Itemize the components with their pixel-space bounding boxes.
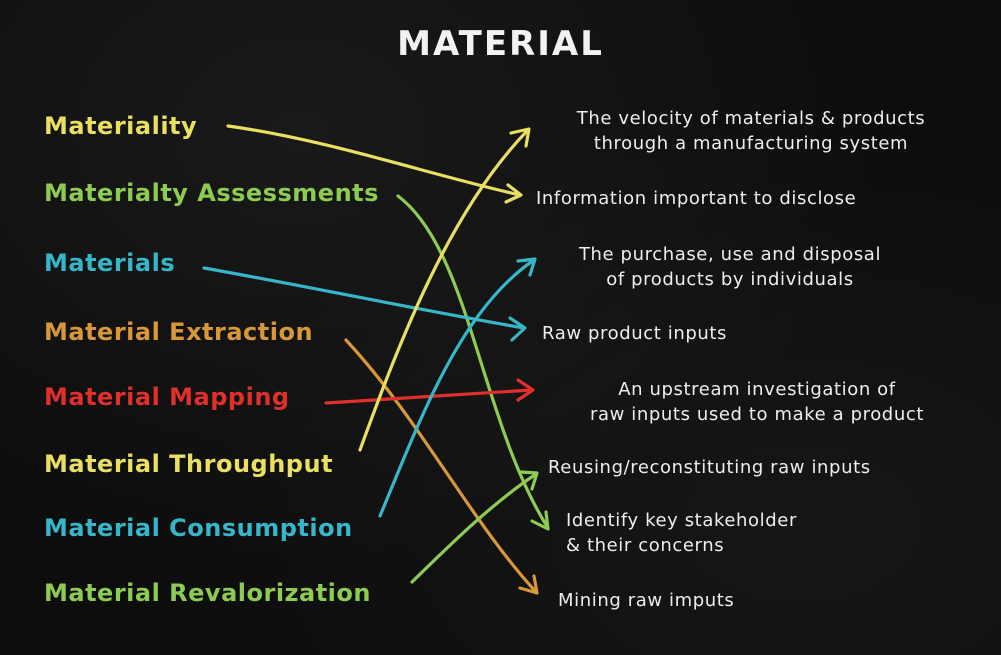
definition-velocity: The velocity of materials & products thr… xyxy=(536,106,966,156)
arrow-material-mapping xyxy=(324,378,535,405)
definition-line: through a manufacturing system xyxy=(593,133,909,154)
arrow-materiality xyxy=(226,124,523,204)
definition-line: Raw product inputs xyxy=(542,323,728,344)
term-material-extraction: Material Extraction xyxy=(44,318,314,346)
definition-information-disclose: Information important to disclose xyxy=(536,186,856,211)
term-materials: Materials xyxy=(44,249,176,277)
definition-line: The purchase, use and disposal xyxy=(578,244,882,265)
definition-line: Reusing/reconstituting raw inputs xyxy=(548,457,871,478)
definition-line: An upstream investigation of xyxy=(618,379,896,400)
term-materiality: Materiality xyxy=(44,112,198,140)
term-material-revalorization: Material Revalorization xyxy=(44,579,371,607)
definition-line: raw inputs used to make a product xyxy=(590,404,924,425)
definition-line: Information important to disclose xyxy=(536,188,857,209)
definition-line: The velocity of materials & products xyxy=(576,108,926,129)
definition-reusing-reconstituting: Reusing/reconstituting raw inputs xyxy=(548,455,871,480)
arrow-material-revalorization xyxy=(410,470,539,584)
definition-upstream-investigation: An upstream investigation of raw inputs … xyxy=(546,377,968,427)
term-materiality-assessments: Materialty Assessments xyxy=(44,179,379,207)
definition-line: Identify key stakeholder xyxy=(566,510,797,531)
arrow-materials xyxy=(202,266,527,342)
definition-line: & their concerns xyxy=(566,535,725,556)
definition-stakeholder: Identify key stakeholder & their concern… xyxy=(566,508,866,558)
definition-line: Mining raw imputs xyxy=(558,590,735,611)
term-material-consumption: Material Consumption xyxy=(44,514,353,542)
arrow-material-extraction xyxy=(344,338,539,595)
arrow-materiality-assessments xyxy=(396,194,550,531)
definition-mining-raw-inputs: Mining raw imputs xyxy=(558,588,734,613)
arrow-material-consumption xyxy=(378,257,537,518)
term-material-throughput: Material Throughput xyxy=(44,450,334,478)
definition-raw-product-inputs: Raw product inputs xyxy=(542,321,727,346)
definition-purchase-use-disposal: The purchase, use and disposal of produc… xyxy=(540,242,920,292)
arrow-material-throughput xyxy=(358,127,531,452)
definition-line: of products by individuals xyxy=(606,269,854,290)
page-title: MATERIAL xyxy=(397,24,604,64)
term-material-mapping: Material Mapping xyxy=(44,383,290,411)
